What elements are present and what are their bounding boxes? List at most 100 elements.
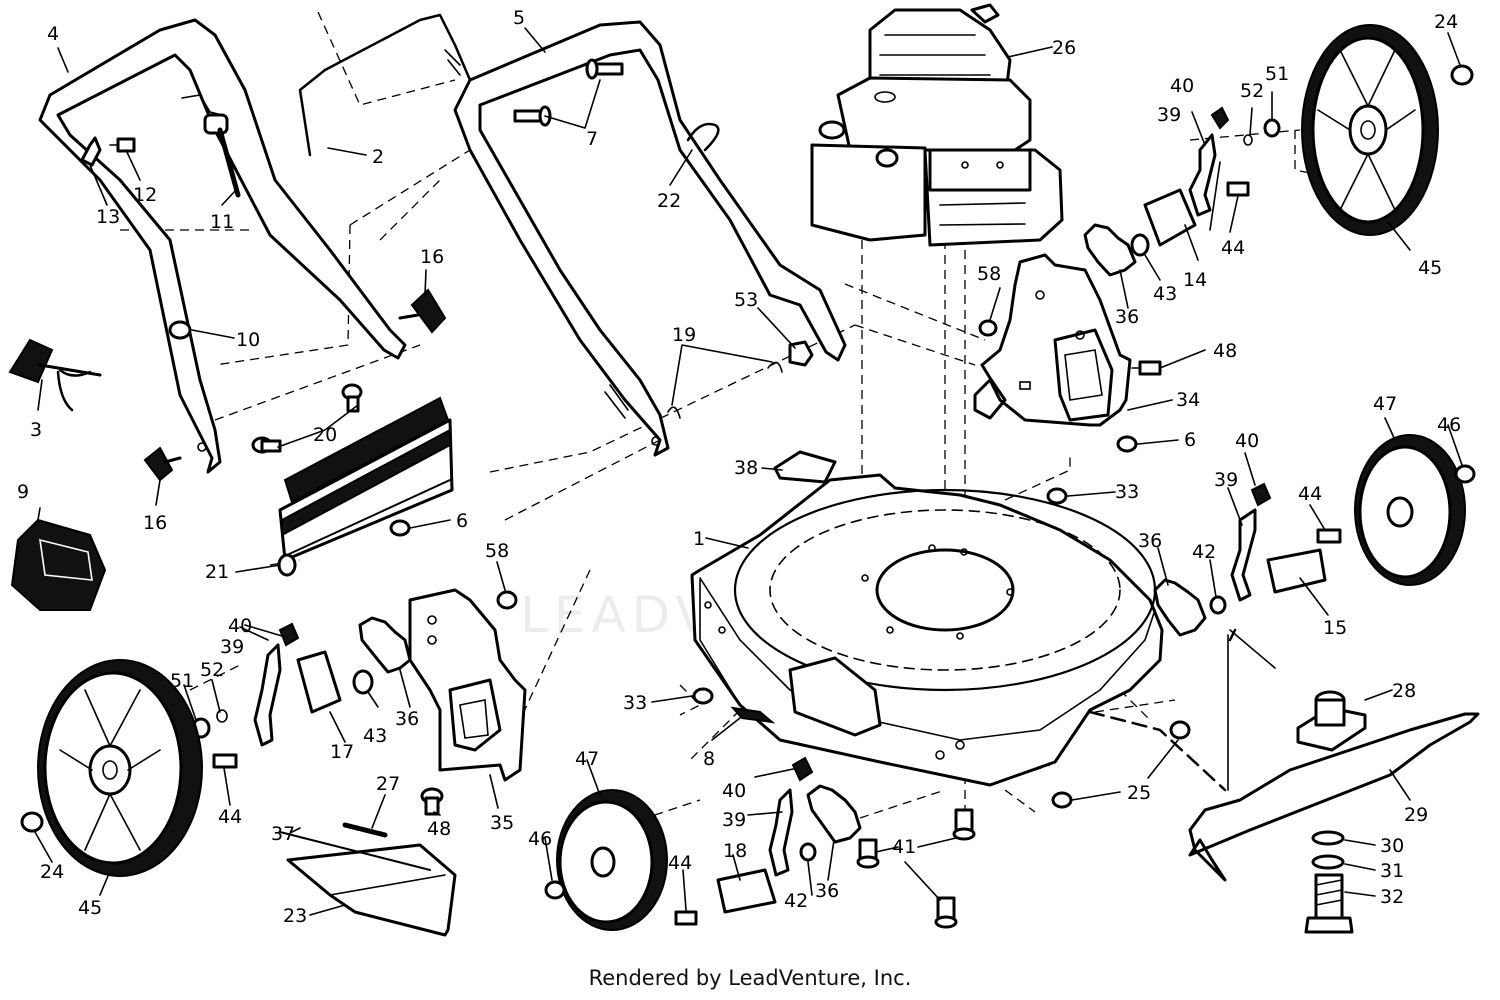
callout-33-left: 33 [623, 692, 647, 714]
lever-39-lm [768, 788, 794, 877]
nut-25-b [1051, 791, 1073, 809]
bolt-7-b [585, 58, 624, 80]
callout-48-right: 48 [1213, 340, 1237, 362]
nut-10 [168, 320, 192, 340]
rear-shield-21 [277, 396, 454, 577]
hairpin-clip-19-a [767, 361, 783, 373]
callout-labels: 1 2 3 4 5 6 6 7 8 9 10 11 12 13 14 15 16… [17, 7, 1461, 927]
callout-51-left: 51 [170, 670, 194, 692]
callout-27: 27 [376, 773, 400, 795]
callout-10: 10 [236, 329, 260, 351]
callout-39-lt: 39 [220, 636, 244, 658]
nut-46-right [1454, 464, 1476, 484]
callout-30: 30 [1380, 835, 1404, 857]
callout-40-lt: 40 [228, 615, 252, 637]
pivot-bracket-14 [1143, 188, 1197, 247]
callout-29: 29 [1404, 804, 1428, 826]
bolt-20-a [341, 383, 363, 413]
washer-52-lt [216, 709, 228, 723]
safety-key-9 [10, 518, 107, 611]
callout-22: 22 [657, 190, 681, 212]
callout-14: 14 [1183, 269, 1207, 291]
callout-4: 4 [47, 23, 59, 45]
callout-48-left: 48 [427, 818, 451, 840]
callout-32: 32 [1380, 886, 1404, 908]
bolt-12 [109, 137, 136, 153]
lever-knob-40-lm [791, 756, 814, 782]
handle-knob-16-upper [398, 288, 447, 334]
callout-18: 18 [723, 840, 747, 862]
washer-31 [1311, 854, 1345, 870]
lever-knob-40-rt [1210, 106, 1230, 130]
nut-25-a [1169, 720, 1191, 740]
callout-53: 53 [734, 289, 758, 311]
washer-51-rt [1263, 118, 1281, 138]
bolt-41-b [952, 808, 976, 841]
washer-43-lt [352, 669, 374, 695]
callout-26: 26 [1052, 37, 1076, 59]
callout-44-lm: 44 [668, 852, 692, 874]
nut-24-right [1450, 64, 1474, 86]
adjuster-gear-36-rb [1153, 578, 1207, 637]
callout-6-left: 6 [456, 510, 468, 532]
callout-40-lm: 40 [722, 780, 746, 802]
callout-40-rt: 40 [1170, 75, 1194, 97]
nut-24-left [20, 811, 44, 833]
height-bracket-34 [973, 253, 1132, 427]
washer-42-rb [1209, 595, 1227, 615]
engine-26 [810, 3, 1064, 247]
rear-wheel-45-right [1301, 24, 1439, 236]
callout-42-lm: 42 [784, 890, 808, 912]
callout-34: 34 [1176, 389, 1200, 411]
callout-46-right: 46 [1437, 414, 1461, 436]
callout-36-lm: 36 [815, 880, 839, 902]
label-38 [773, 450, 837, 484]
clip-13 [80, 136, 102, 167]
callout-47-left: 47 [575, 748, 599, 770]
callout-5: 5 [513, 7, 525, 29]
callout-35: 35 [490, 812, 514, 834]
hinge-rod-37 [279, 831, 431, 871]
callout-6-right: 6 [1184, 429, 1196, 451]
callout-17: 17 [330, 741, 354, 763]
callout-12: 12 [133, 184, 157, 206]
callout-44-rt: 44 [1221, 237, 1245, 259]
callout-2: 2 [372, 146, 384, 168]
callout-16-upper: 16 [420, 246, 444, 268]
callout-44-lt: 44 [218, 806, 242, 828]
callout-58-left: 58 [485, 540, 509, 562]
bolt-44-rt [1226, 181, 1250, 197]
cable-spring [181, 94, 241, 198]
washer-52-rt [1243, 134, 1253, 146]
adjuster-gear-36-lm [806, 784, 862, 844]
washer-43-rt [1130, 233, 1150, 257]
callout-24-left: 24 [40, 861, 64, 883]
callout-39-lm: 39 [722, 809, 746, 831]
lever-39-lt [253, 643, 282, 747]
callout-43-lt: 43 [363, 725, 387, 747]
bail-wire [298, 13, 472, 157]
callout-20: 20 [313, 424, 337, 446]
callout-7: 7 [586, 128, 598, 150]
callout-58-right: 58 [977, 263, 1001, 285]
callout-16-lower: 16 [143, 512, 167, 534]
callout-8: 8 [703, 748, 715, 770]
callout-3: 3 [30, 419, 42, 441]
callout-45-right: 45 [1418, 257, 1442, 279]
callout-36-rb: 36 [1138, 530, 1162, 552]
callout-52-left: 52 [200, 659, 224, 681]
lever-39-rb [1230, 508, 1257, 602]
callout-44-rb: 44 [1298, 483, 1322, 505]
mower-blade-29 [1188, 712, 1480, 882]
blade-adapter-28 [1296, 690, 1367, 752]
callout-39-rt: 39 [1157, 104, 1181, 126]
upper-handle-left [38, 18, 407, 474]
callout-52-right: 52 [1240, 80, 1264, 102]
nut-58-left [496, 590, 518, 610]
cable-tie-22 [686, 122, 720, 152]
callout-9: 9 [17, 481, 29, 503]
nut-58-right [978, 319, 998, 337]
callout-25: 25 [1127, 782, 1151, 804]
lever-knob-40-lt [278, 622, 300, 647]
callout-36-lt: 36 [395, 708, 419, 730]
